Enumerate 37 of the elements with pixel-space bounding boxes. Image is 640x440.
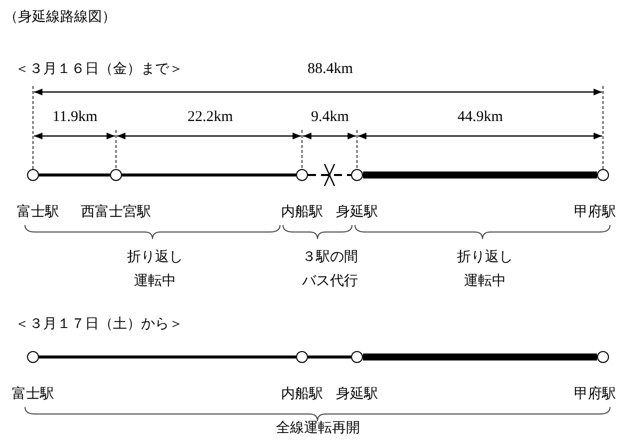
- station-name: 富士駅: [17, 203, 59, 221]
- station-name: 内船駅: [281, 385, 323, 403]
- date-heading: ＜３月１７日（土）から＞: [15, 315, 183, 333]
- track-line: [308, 356, 351, 358]
- station-circle: [351, 169, 363, 181]
- station-circle: [597, 351, 609, 363]
- service-note: ３駅の間バス代行: [301, 248, 360, 291]
- distance-label: 22.2km: [188, 108, 233, 126]
- station-circle: [351, 351, 363, 363]
- distance-label: 44.9km: [458, 108, 503, 126]
- track-line: [363, 172, 597, 178]
- station-name: 富士駅: [12, 385, 54, 403]
- service-note: 折り返し運転中: [456, 248, 514, 291]
- distance-label: 9.4km: [311, 108, 349, 126]
- station-name: 甲府駅: [574, 203, 616, 221]
- station-name: 身延駅: [336, 203, 378, 221]
- station-circle: [27, 169, 39, 181]
- dashed-track-line: [308, 174, 351, 176]
- station-circle: [597, 169, 609, 181]
- station-name: 西富士宮駅: [81, 203, 151, 221]
- station-circle: [296, 169, 308, 181]
- diagram-title: （身延線路線図）: [4, 8, 116, 26]
- track-line: [363, 354, 597, 360]
- track-line: [122, 174, 296, 176]
- distance-label: 11.9km: [52, 108, 98, 126]
- station-name: 甲府駅: [574, 385, 616, 403]
- station-circle: [296, 351, 308, 363]
- track-line: [39, 356, 296, 358]
- station-name: 身延駅: [336, 385, 378, 403]
- station-name: 内船駅: [281, 203, 323, 221]
- track-line: [39, 174, 110, 176]
- station-circle: [110, 169, 122, 181]
- distance-label: 88.4km: [308, 60, 353, 78]
- station-circle: [27, 351, 39, 363]
- date-heading: ＜３月１６日（金）まで＞: [15, 60, 183, 78]
- service-note: 全線運転再開: [276, 419, 360, 437]
- service-note: 折り返し運転中: [126, 248, 184, 291]
